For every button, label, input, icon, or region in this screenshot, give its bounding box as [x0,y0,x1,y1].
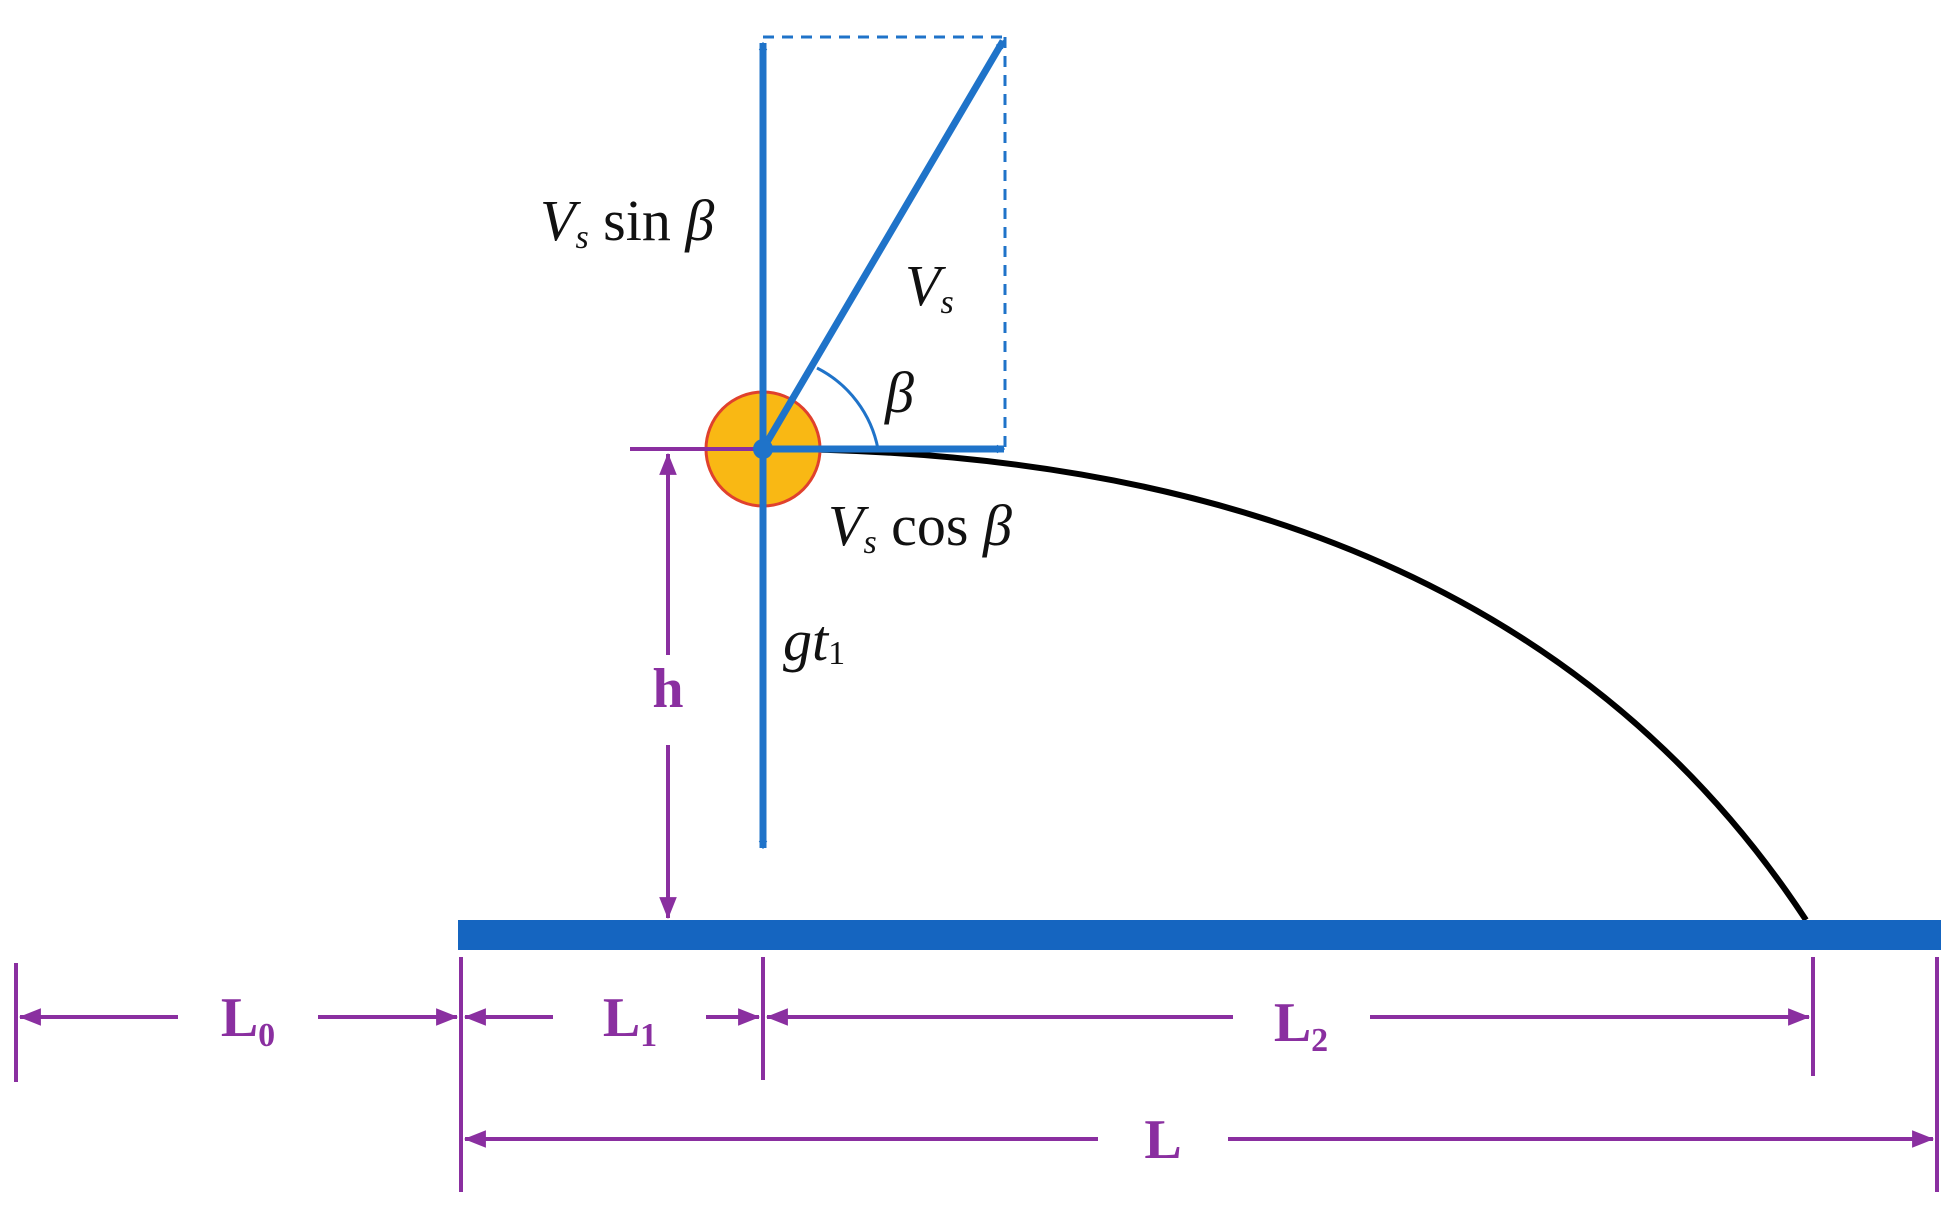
label-L2: L2 [1274,992,1328,1059]
velocity-vs-arrow [759,39,1007,451]
beta-angle-arc [816,366,880,450]
label-h: h [652,658,683,720]
ball-center [753,439,773,459]
trajectory-curve [762,446,1809,922]
platform-bar [458,920,1941,950]
label-vs-sin-beta: Vs sin β [540,188,714,256]
label-vs-cos-beta: Vs cos β [828,493,1012,561]
label-gt1: gt1 [783,608,845,673]
label-L: L [1144,1109,1181,1171]
label-L0: L0 [221,987,275,1054]
label-vs: Vs [905,253,954,321]
label-L1: L1 [603,987,657,1054]
label-beta: β [884,360,914,425]
